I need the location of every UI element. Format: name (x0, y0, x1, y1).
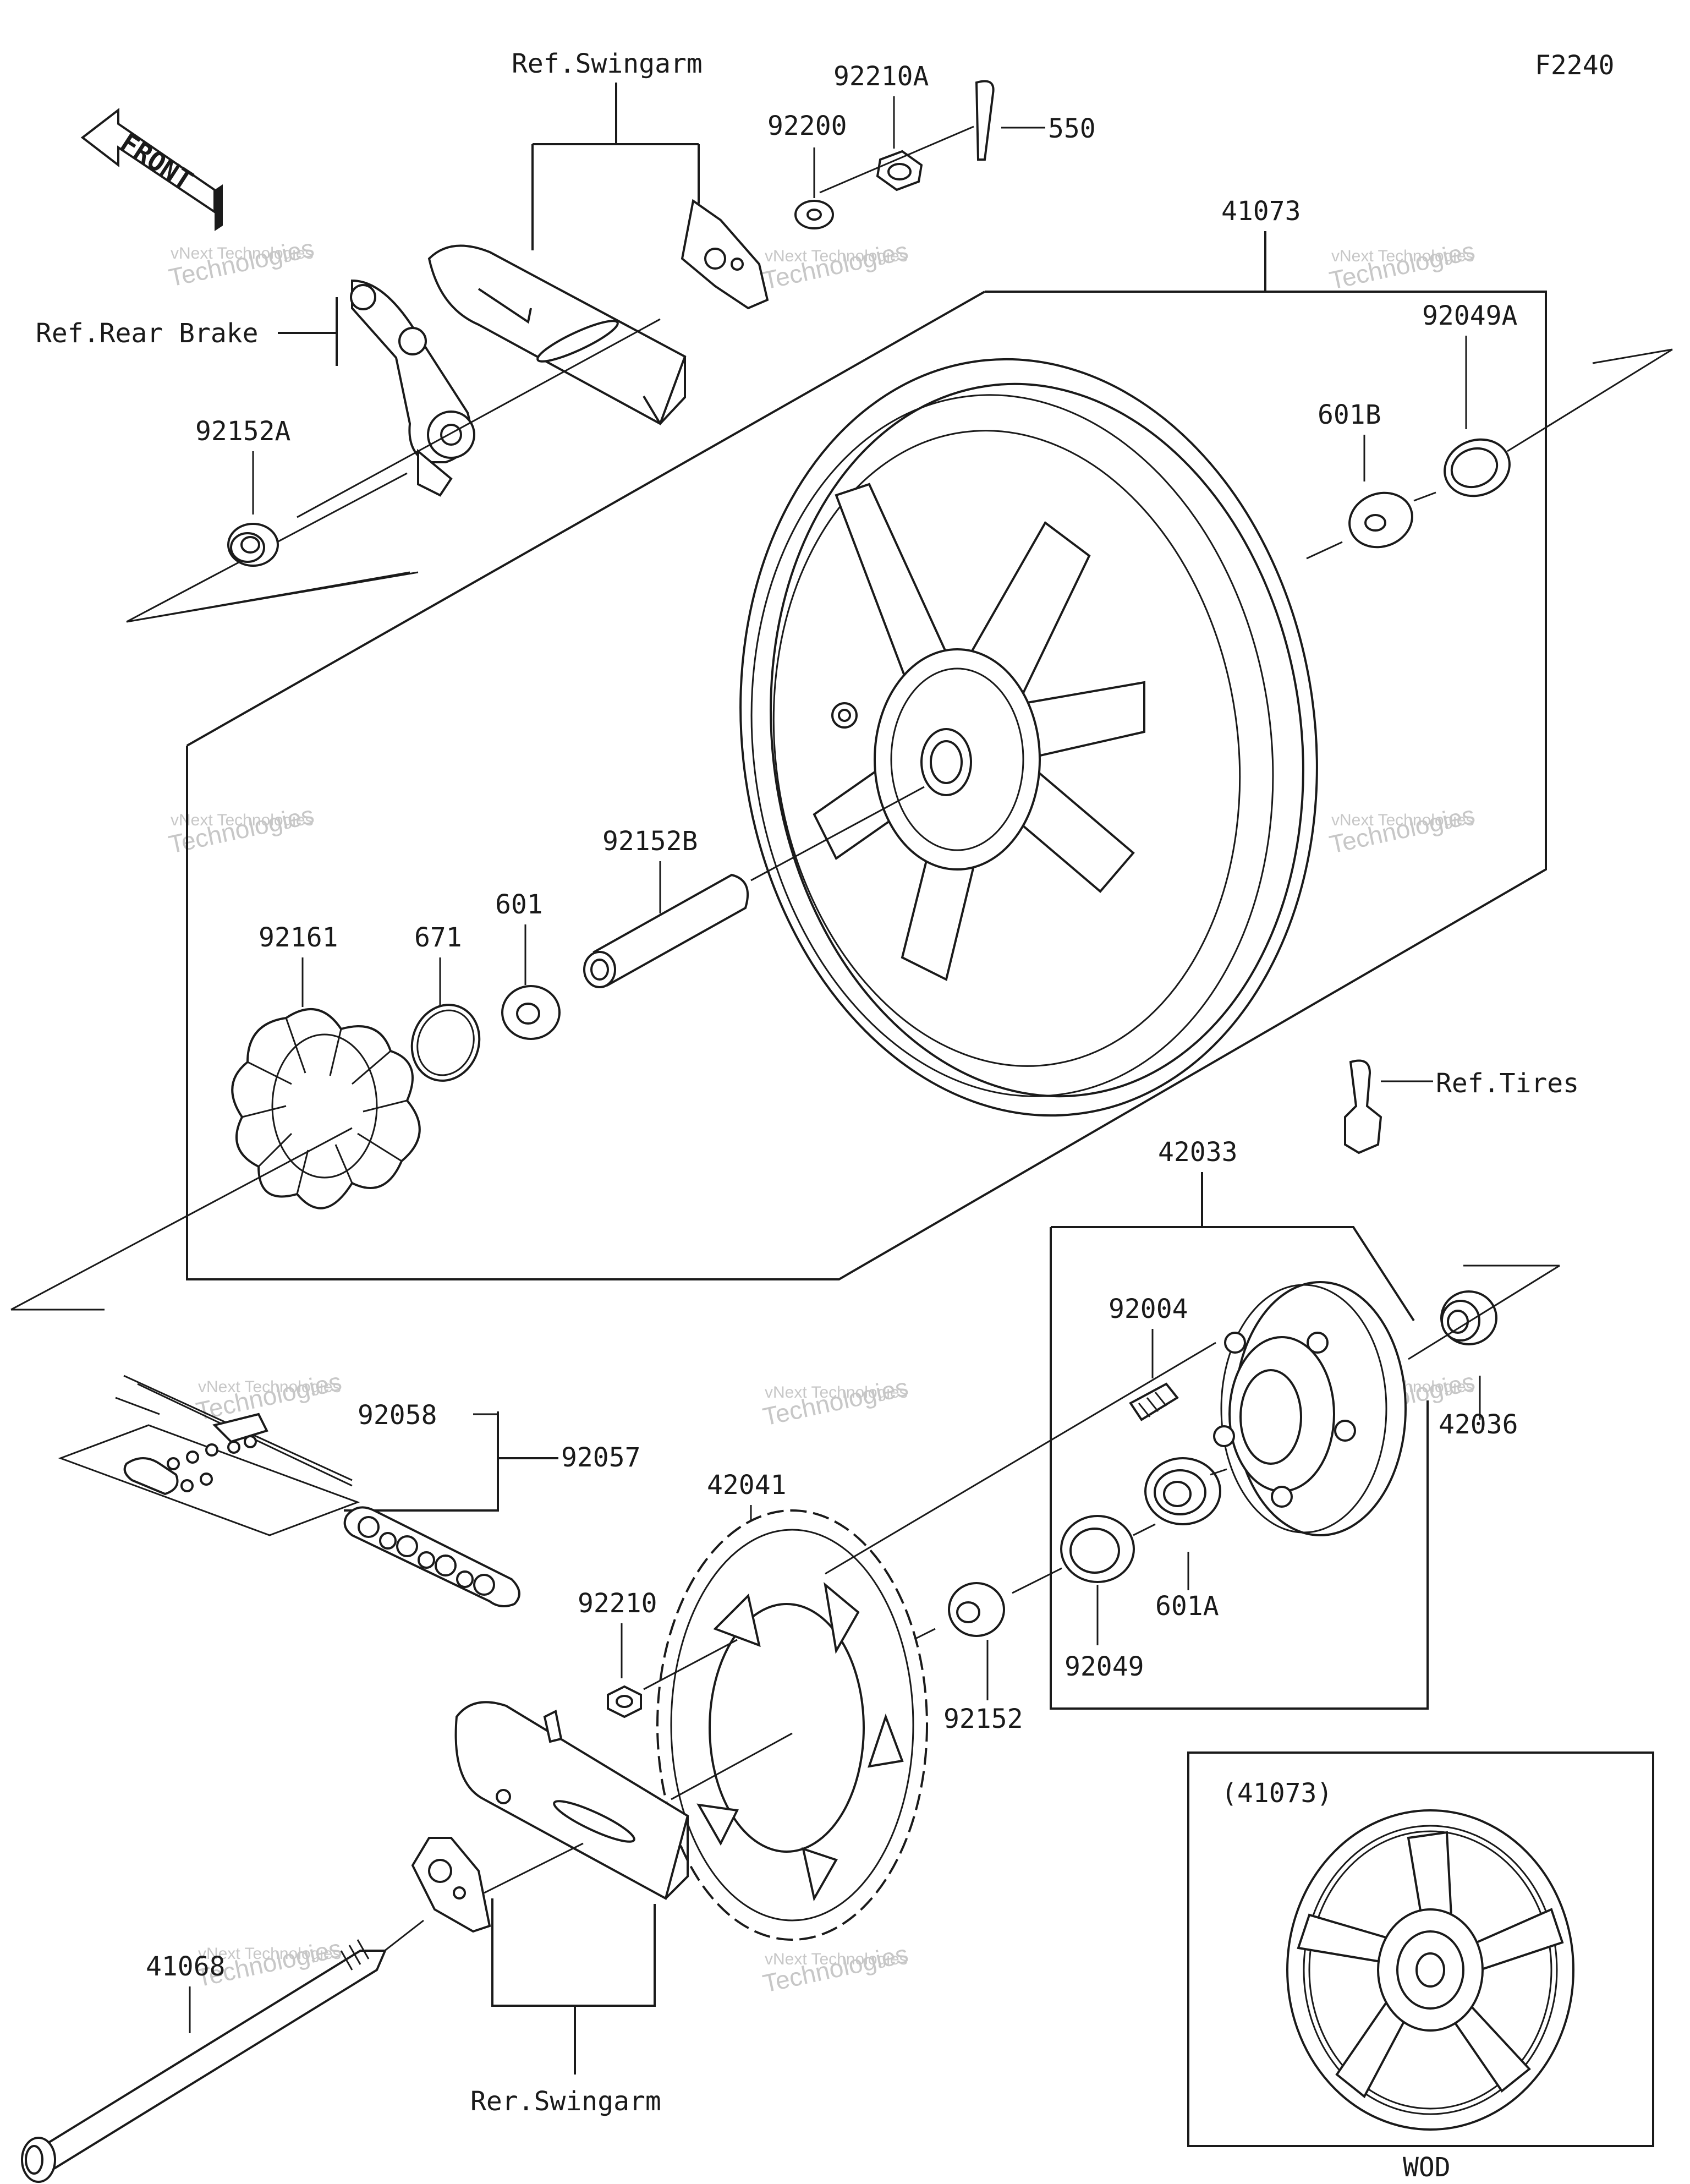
part-92161: 92161 (10, 922, 421, 1311)
watermark-text: vNext Technologies (765, 247, 908, 265)
part-label-601B: 601B (1318, 399, 1381, 430)
part-92152A: 92152A (195, 416, 290, 567)
part-label-92058: 92058 (358, 1400, 437, 1431)
part-41068: 41068 (21, 1939, 387, 2183)
part-92049A: 92049A (1422, 300, 1517, 497)
part-92210: 92210 (578, 1588, 738, 1718)
watermark-text: vNext Technologies (765, 1950, 908, 1968)
ref-swingarm-bottom-label: Rer.Swingarm (470, 2086, 661, 2117)
part-92152B: 92152B (583, 786, 925, 988)
part-label-92210: 92210 (578, 1588, 657, 1619)
part-label-92152B: 92152B (602, 826, 698, 857)
watermark-text: vNext Technologies (1331, 811, 1474, 829)
part-label-92057: 92057 (561, 1442, 641, 1473)
watermark-text: vNext Technologies (198, 1378, 341, 1396)
part-label-671: 671 (414, 922, 462, 953)
front-arrow-label: FRONT (114, 127, 198, 196)
watermark-text: Technologies (760, 1372, 910, 1431)
part-label-92161: 92161 (259, 922, 338, 953)
front-arrow-icon: FRONT (80, 107, 223, 231)
rear-wheel-41073: 41073 (186, 196, 1547, 1280)
part-label-92004: 92004 (1109, 1294, 1188, 1324)
watermark-text: Technologies (1327, 800, 1477, 859)
part-label-92152A: 92152A (195, 416, 290, 447)
ref-tires-label: Ref.Tires (1436, 1068, 1579, 1099)
part-601: 601 (495, 889, 561, 1040)
watermark-text: vNext Technologies (171, 244, 314, 262)
watermark-text: vNext Technologies (1331, 247, 1474, 265)
figure-code: F2240 (1535, 50, 1615, 81)
ref-swingarm-top-label: Ref.Swingarm (512, 48, 703, 79)
ref-tires: Ref.Tires (1344, 1059, 1579, 1154)
watermark-text: Technologies (166, 800, 316, 859)
part-92057: 92057 (343, 1411, 641, 1607)
part-label-92200: 92200 (767, 111, 847, 141)
watermark-text: Technologies (166, 233, 316, 292)
part-label-42041: 42041 (707, 1470, 787, 1501)
inset-frame (1187, 1751, 1654, 2147)
part-label-41073: 41073 (1221, 196, 1301, 227)
part-label-92152: 92152 (943, 1704, 1023, 1734)
watermark-text: vNext Technologies (765, 1383, 908, 1402)
part-92049: 92049 (1060, 1515, 1144, 1682)
part-label-42033: 42033 (1158, 1137, 1238, 1168)
part-601B: 601B (1318, 399, 1413, 549)
ref-swingarm-bottom: Rer.Swingarm (374, 1701, 689, 2117)
part-92004: 92004 (1109, 1294, 1188, 1421)
part-601A: 601A (1144, 1457, 1221, 1622)
ref-rear-brake: Ref.Rear Brake (36, 279, 475, 497)
part-label-92210A: 92210A (833, 61, 929, 92)
part-550: 550 (819, 80, 1096, 194)
part-label-92049A: 92049A (1422, 300, 1517, 331)
part-label-92049: 92049 (1065, 1651, 1144, 1682)
part-42036: 42036 (1408, 1265, 1560, 1440)
watermark-text: Technologies (760, 236, 910, 295)
part-92200: 92200 (767, 111, 847, 229)
inset-caption: WOD (1403, 2152, 1451, 2183)
part-label-601: 601 (495, 889, 543, 920)
part-42033: 42033 (1050, 1137, 1429, 1710)
part-92058: 92058 (58, 1375, 498, 1536)
part-42041: 42041 (656, 1342, 1216, 1941)
watermark-text: Technologies (760, 1939, 910, 1998)
watermark-text: Technologies (194, 1367, 344, 1426)
inset-wheel-wod: (41073) WOD (1187, 1751, 1654, 2183)
ref-swingarm-top: Ref.Swingarm (427, 48, 769, 425)
part-671: 671 (410, 922, 481, 1082)
part-label-601A: 601A (1155, 1591, 1219, 1622)
part-label-42036: 42036 (1439, 1409, 1518, 1440)
watermark-text: vNext Technologies (171, 811, 314, 829)
part-label-550: 550 (1048, 113, 1096, 144)
watermark-text: vNext Technologies (198, 1945, 341, 1963)
part-label-41068: 41068 (146, 1951, 226, 1982)
part-92210A: 92210A (833, 61, 929, 191)
watermark-text: Technologies (1327, 236, 1477, 295)
inset-title: (41073) (1221, 1778, 1332, 1809)
ref-rear-brake-label: Ref.Rear Brake (36, 318, 259, 349)
